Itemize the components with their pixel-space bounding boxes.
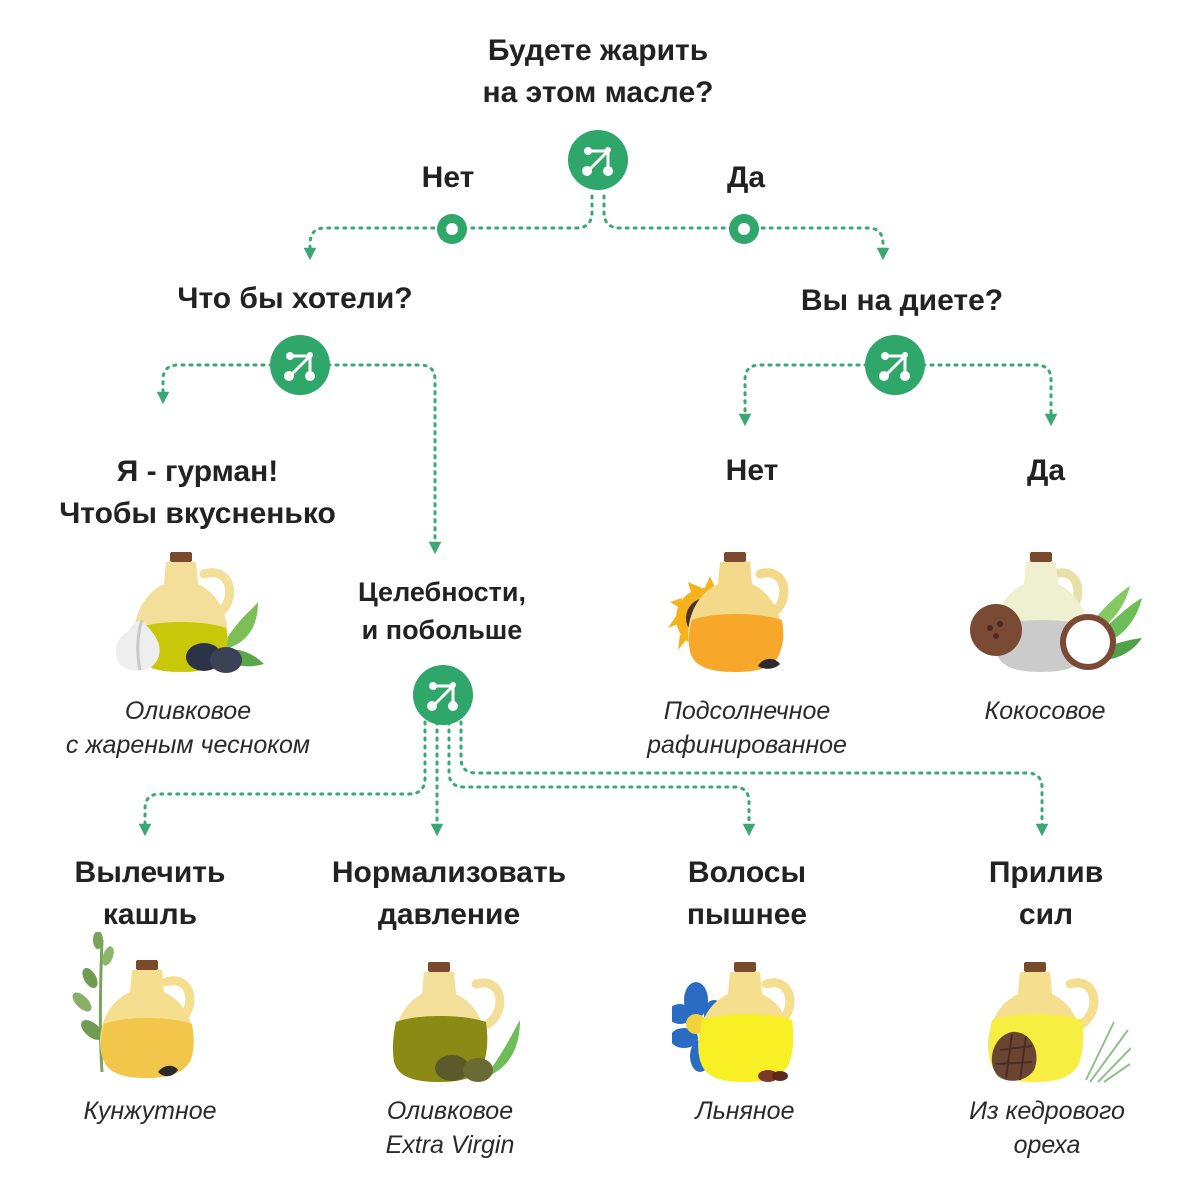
goal-cough-line: кашль [102, 898, 198, 931]
ring-dot-icon [437, 214, 467, 244]
option-healing-line: Целебности, [358, 577, 526, 607]
oil-caption-line: рафинированное [647, 731, 847, 759]
question-root: Будете жарить на этом масле? [398, 30, 798, 114]
oil-caption-line: Оливковое [386, 1097, 514, 1125]
goal-cough: Вылечить кашль [30, 852, 270, 936]
sesame-oil-icon [72, 932, 195, 1078]
oil-sunflower: Подсолнечное рафинированное [602, 694, 892, 762]
branch-icon[interactable] [270, 335, 330, 395]
goal-cough-line: Вылечить [74, 856, 226, 889]
goal-energy-line: Прилив [988, 856, 1104, 889]
oil-flax: Льняное [645, 1094, 845, 1128]
answer-diet-no: Нет [725, 454, 779, 487]
question-on-diet: Вы на диете? [800, 284, 1004, 317]
branch-icon[interactable] [568, 130, 628, 190]
oil-olive-garlic: Оливковое с жареным чесноком [18, 694, 358, 762]
option-healing-line: и побольше [361, 615, 523, 645]
option-gourmet-line: Чтобы вкусненько [59, 497, 336, 530]
edge-hair [447, 720, 756, 837]
olive-oil-garlic-icon [115, 552, 264, 673]
goal-hair: Волосы пышнее [646, 852, 848, 936]
edge-energy [459, 720, 1049, 837]
oil-caption-line: Оливковое [124, 697, 252, 725]
olive-oil-icon [392, 962, 520, 1082]
answer-root-yes: Да [726, 161, 766, 194]
option-gourmet-line: Я - гурман! [116, 455, 279, 488]
branch-icon[interactable] [413, 665, 473, 725]
goal-hair-line: Волосы [687, 856, 807, 889]
goal-pressure: Нормализовать давление [300, 852, 598, 936]
goal-energy: Прилив сил [946, 852, 1146, 936]
question-what-would-you-like: Что бы хотели? [177, 282, 413, 315]
edge-diet-no [738, 363, 869, 427]
question-root-line: Будете жарить [487, 34, 709, 67]
oil-sesame: Кунжутное [40, 1094, 260, 1128]
answer-diet-yes: Да [1026, 454, 1066, 487]
oil-caption-line: Льняное [695, 1097, 795, 1125]
oil-caption-line: Extra Virgin [385, 1131, 515, 1159]
goal-pressure-line: давление [377, 898, 521, 931]
option-gourmet: Я - гурман! Чтобы вкусненько [20, 451, 375, 535]
edge-diet-yes [921, 363, 1058, 427]
oil-caption-line: Из кедрового [969, 1097, 1125, 1125]
goal-energy-line: сил [1018, 898, 1074, 931]
oil-caption-line: ореха [1013, 1131, 1081, 1159]
oil-coconut: Кокосовое [945, 694, 1145, 728]
option-healing: Целебности, и побольше [297, 573, 587, 649]
oil-caption-line: Подсолнечное [663, 697, 831, 725]
oil-olive-extra-virgin: Оливковое Extra Virgin [330, 1094, 570, 1162]
sunflower-oil-icon [668, 552, 789, 672]
coconut-oil-icon [970, 552, 1142, 672]
goal-hair-line: пышнее [686, 898, 808, 931]
question-root-line: на этом масле? [482, 76, 714, 109]
flax-oil-icon [672, 962, 795, 1082]
ring-dot-icon [729, 214, 759, 244]
oil-cedar-nut: Из кедрового ореха [922, 1094, 1172, 1162]
branch-icon[interactable] [865, 335, 925, 395]
edge-gourmet [156, 363, 274, 405]
edge-healing [326, 363, 442, 555]
answer-root-no: Нет [421, 161, 475, 194]
oil-caption-line: с жареным чесноком [65, 731, 311, 759]
goal-pressure-line: Нормализовать [331, 856, 567, 889]
cedar-nut-oil-icon [988, 962, 1131, 1083]
oil-caption-line: Кокосовое [984, 697, 1106, 725]
oil-caption-line: Кунжутное [83, 1097, 217, 1125]
